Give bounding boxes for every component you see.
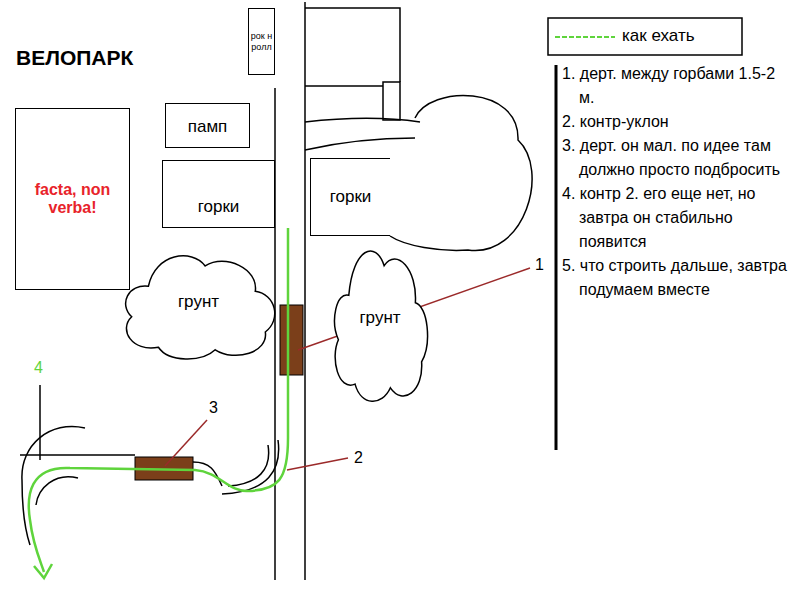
node-text: рок н ролл (250, 31, 273, 52)
dirt-jump (280, 305, 303, 375)
road-lines (20, 2, 556, 580)
node-text: грунт (178, 292, 219, 312)
rock-roll-box: рок н ролл (248, 8, 275, 75)
callout-number: 2 (354, 448, 363, 467)
title: ВЕЛОПАРК (16, 46, 133, 70)
top-structure (305, 8, 400, 82)
hills-area: горки (310, 158, 390, 236)
list-rule (555, 65, 558, 450)
node-text: facta, non verba! (22, 181, 123, 218)
ground-cloud: грунт (115, 238, 282, 365)
node-text: горки (330, 187, 372, 207)
legend-text: как ехать (622, 26, 695, 46)
track-edge (20, 454, 135, 456)
node-text: грунт (359, 308, 400, 328)
note-item: 2. контр-уклон (562, 110, 794, 134)
node-text: горки (198, 197, 240, 217)
top-structure (305, 85, 383, 87)
legend-line-sample (555, 36, 615, 38)
leader-line (165, 420, 207, 466)
callout-number: 1 (535, 255, 544, 274)
node-text: памп (188, 117, 228, 137)
notes-list: 1. дерт. между горбами 1.5-2 м.2. контр-… (562, 62, 794, 302)
note-item: 1. дерт. между горбами 1.5-2 м. (562, 62, 794, 110)
note-item: 5. что строить дальше, завтра подумаем в… (562, 254, 794, 302)
callout-number: 4 (34, 358, 43, 377)
route-arrowhead (34, 564, 52, 578)
branch-road (305, 138, 415, 150)
marker-line (39, 385, 41, 460)
cloud-path (335, 251, 428, 401)
motto-box: facta, non verba! (15, 108, 130, 290)
ground-cloud: грунт (328, 225, 432, 410)
branch-road (305, 118, 420, 122)
cloud-path (126, 256, 275, 359)
pump-box: памп (165, 103, 250, 148)
callout-number: 3 (209, 398, 218, 417)
road-edge (304, 2, 306, 580)
berm-outline (36, 477, 78, 505)
hills-box: горки (162, 160, 275, 228)
hill-blob (390, 95, 532, 250)
note-item: 3. дерт. он мал. по идее там должно прос… (562, 134, 794, 182)
leader-line (287, 458, 348, 470)
legend-box (548, 18, 742, 55)
note-item: 4. контр 2. его еще нет, но завтра он ст… (562, 182, 794, 254)
contra-slope (228, 445, 269, 486)
top-structure (383, 82, 400, 120)
